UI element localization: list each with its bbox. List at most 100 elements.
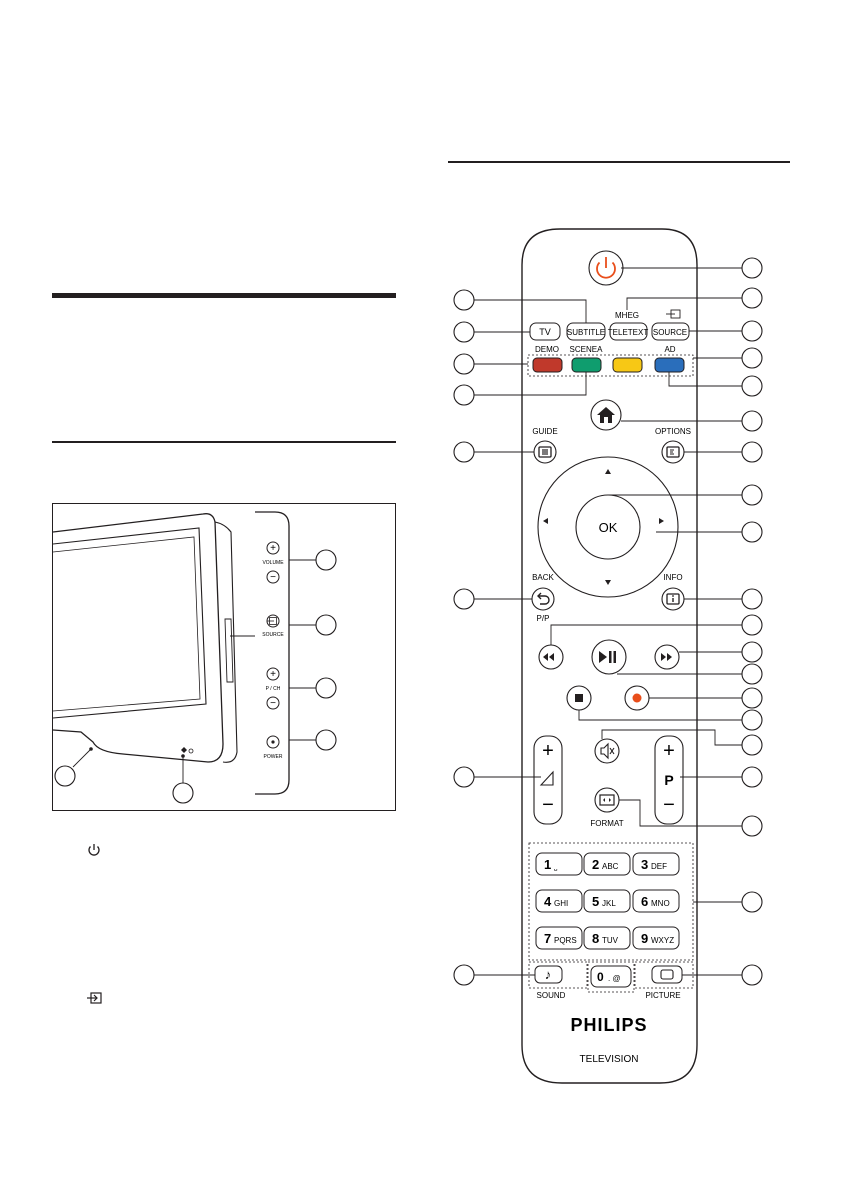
number-key-digit: 0: [597, 970, 604, 984]
stop-icon: [575, 694, 583, 702]
demo-label: DEMO: [535, 345, 559, 354]
number-key-letters: PQRS: [554, 936, 577, 945]
callout-circle: [741, 815, 763, 837]
callout-circle: [741, 709, 763, 731]
number-key-4[interactable]: [535, 889, 583, 913]
callout-circle: [741, 891, 763, 913]
callout-circle: [741, 614, 763, 636]
options-icon: [666, 446, 680, 458]
options-label: OPTIONS: [655, 427, 691, 436]
callout-circle: [741, 410, 763, 432]
callout-circle: [453, 964, 475, 986]
number-key-letters: TUV: [602, 936, 619, 945]
callout-circle: [453, 384, 475, 406]
callout-circle: [315, 729, 337, 751]
panel-volume-minus: −: [270, 572, 276, 583]
number-key-letters: DEF: [651, 862, 667, 871]
teletext-button[interactable]: [609, 322, 648, 341]
callout-circle: [172, 782, 194, 804]
number-key-6[interactable]: [632, 889, 680, 913]
panel-pch-label: P / CH: [266, 686, 281, 692]
number-key-letters: JKL: [602, 899, 616, 908]
panel-power-dot-icon: [271, 740, 275, 744]
number-key-8[interactable]: [583, 926, 631, 950]
number-key-7[interactable]: [535, 926, 583, 950]
blue-button[interactable]: [654, 357, 685, 373]
callout-circle: [453, 766, 475, 788]
mute-button[interactable]: [594, 738, 620, 764]
number-key-0[interactable]: [590, 965, 632, 988]
volume-rocker[interactable]: [533, 735, 563, 825]
teletext-label: TELETEXT: [608, 328, 649, 337]
yellow-button[interactable]: [612, 357, 643, 373]
callout-circle: [315, 614, 337, 636]
panel-power-label: POWER: [264, 754, 283, 760]
callout-circle: [315, 677, 337, 699]
mute-icon: [600, 742, 615, 760]
front-indicator-icon: [181, 747, 187, 753]
picture-button[interactable]: [651, 965, 683, 984]
number-key-letters: WXYZ: [651, 936, 674, 945]
volume-plus: +: [542, 740, 554, 762]
number-key-3[interactable]: [632, 852, 680, 876]
format-button[interactable]: [594, 787, 620, 813]
guide-label: GUIDE: [532, 427, 557, 436]
format-icon: [599, 794, 615, 806]
callout-circle: [453, 289, 475, 311]
section-heading-rule: [52, 293, 396, 298]
number-key-digit: 1: [544, 857, 551, 872]
callout-circle: [453, 353, 475, 375]
number-key-digit: 4: [544, 894, 552, 909]
picture-label: PICTURE: [645, 991, 680, 1000]
callout-circle: [741, 287, 763, 309]
number-key-digit: 3: [641, 857, 648, 872]
callout-circle: [453, 441, 475, 463]
subsection-rule-right: [448, 161, 790, 163]
power-icon: [88, 844, 100, 856]
ad-label: AD: [664, 345, 675, 354]
number-key-2[interactable]: [583, 852, 631, 876]
source-button[interactable]: [651, 322, 690, 341]
play-pause-icon: [599, 651, 616, 663]
back-icon: [537, 592, 550, 605]
green-button[interactable]: [571, 357, 602, 373]
tv-button[interactable]: [529, 322, 561, 341]
number-key-digit: 8: [592, 931, 599, 946]
guide-icon: [538, 446, 552, 458]
number-key-letters: ⎵: [554, 862, 558, 871]
red-button[interactable]: [532, 357, 563, 373]
volume-minus: −: [542, 794, 554, 816]
number-key-1[interactable]: [535, 852, 583, 876]
channel-rocker[interactable]: [654, 735, 684, 825]
channel-minus: −: [663, 794, 675, 816]
source-icon: [666, 309, 681, 319]
panel-source-icon: [267, 617, 277, 625]
record-icon: [632, 693, 642, 703]
remote-control-illustration: MHEG SUBTITLE TELETEXT SOURCE TV DEMO SC…: [440, 225, 780, 1085]
brand-logo: PHILIPS: [570, 1015, 647, 1035]
panel-pch-plus: +: [270, 669, 276, 680]
callout-circle: [315, 549, 337, 571]
scenea-label: SCENEA: [570, 345, 604, 354]
number-key-9[interactable]: [632, 926, 680, 950]
panel-volume-plus: +: [270, 543, 276, 554]
callout-circle: [54, 765, 76, 787]
info-icon: [666, 593, 680, 605]
volume-icon: [539, 770, 554, 786]
back-button[interactable]: [531, 587, 555, 611]
back-label: BACK: [532, 573, 554, 582]
number-key-letters: . @: [608, 974, 621, 983]
channel-plus: +: [663, 740, 675, 762]
channel-p-label: P: [664, 772, 673, 788]
arrow-right-icon: [659, 518, 664, 524]
sound-button[interactable]: [534, 965, 563, 984]
mheg-label: MHEG: [615, 311, 639, 320]
number-key-digit: 2: [592, 857, 599, 872]
sound-icon: ♪: [545, 967, 552, 982]
callout-circle: [741, 588, 763, 610]
number-key-5[interactable]: [583, 889, 631, 913]
number-key-digit: 5: [592, 894, 599, 909]
arrow-down-icon: [605, 580, 611, 585]
callout-leaders: [474, 267, 742, 976]
callout-circle: [741, 641, 763, 663]
